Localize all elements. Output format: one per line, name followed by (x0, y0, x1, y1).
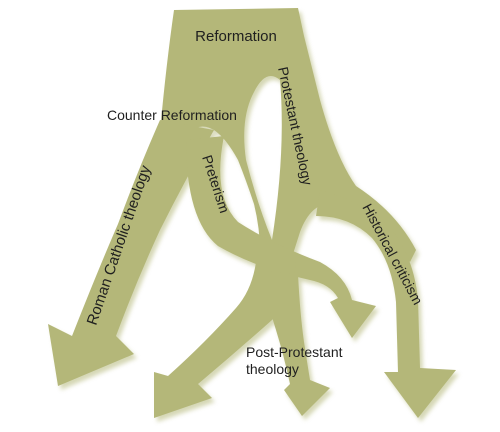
flow-shapes (48, 8, 456, 418)
post-protestant-label-line1: Post-Protestant (246, 344, 343, 360)
arrow-preterism (186, 136, 376, 338)
arrow-post-protestant-left (154, 262, 296, 418)
counter-reformation-label: Counter Reformation (107, 107, 237, 123)
post-protestant-label-line2: theology (246, 361, 299, 377)
arrow-historical-criticism (316, 190, 456, 418)
arrow-roman-catholic (48, 120, 214, 386)
reformation-label: Reformation (195, 28, 277, 45)
arrow-post-protestant-right (262, 270, 330, 416)
